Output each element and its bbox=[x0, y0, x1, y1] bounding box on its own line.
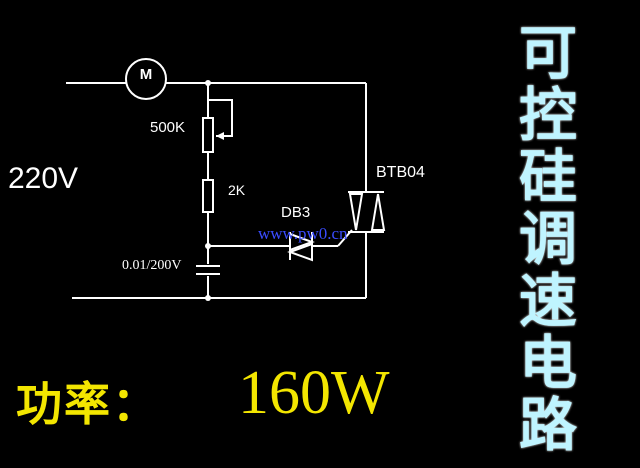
diac-triangle-2 bbox=[287, 242, 313, 262]
resistor-2k-body bbox=[202, 179, 214, 213]
resistor-label: 2K bbox=[228, 182, 246, 198]
junction-dot-top bbox=[205, 80, 211, 86]
diac-triangle-1 bbox=[289, 232, 315, 252]
title-char: 路 bbox=[518, 391, 577, 459]
title-char: 硅 bbox=[518, 143, 577, 211]
vertical-title: 可 控 硅 调 速 电 路 bbox=[508, 22, 588, 456]
motor-label: M bbox=[139, 66, 153, 83]
junction-dot-bottom bbox=[205, 295, 211, 301]
motor-symbol bbox=[125, 58, 167, 100]
potentiometer-label: 500K bbox=[150, 119, 186, 136]
title-char: 电 bbox=[518, 329, 577, 397]
triac-triangle-1 bbox=[348, 193, 364, 231]
junction-dot-middle bbox=[205, 243, 211, 249]
potentiometer-body bbox=[202, 117, 214, 153]
power-label: 功率： bbox=[16, 377, 160, 431]
triac-label: BTB04 bbox=[376, 164, 425, 181]
supply-voltage-label: 220V bbox=[8, 162, 79, 195]
title-char: 调 bbox=[518, 205, 577, 273]
triac-triangle-2 bbox=[370, 193, 386, 231]
watermark-text: www.pw0.cn bbox=[258, 224, 348, 243]
power-value: 160W bbox=[238, 359, 390, 427]
potentiometer-arrow-icon bbox=[216, 132, 224, 140]
title-char: 控 bbox=[518, 81, 577, 149]
diac-label: DB3 bbox=[281, 204, 311, 221]
capacitor-label: 0.01/200V bbox=[122, 258, 182, 273]
title-char: 可 bbox=[518, 19, 577, 87]
title-char: 速 bbox=[518, 267, 577, 335]
